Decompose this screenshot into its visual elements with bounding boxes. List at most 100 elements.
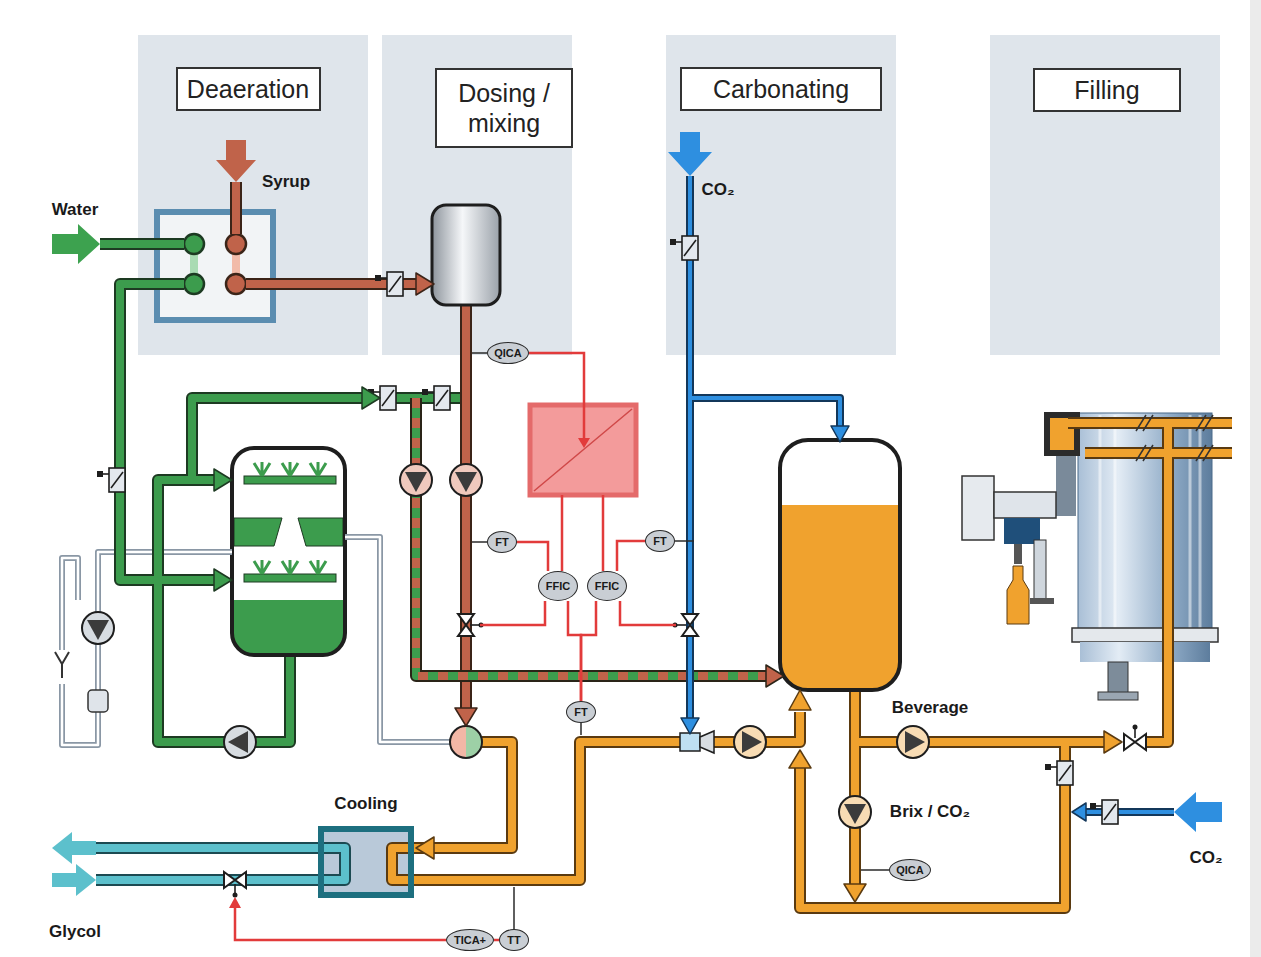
filler-machine-part	[1034, 540, 1046, 600]
flow-arrowhead-part	[789, 750, 811, 768]
deaeration-column-part	[234, 518, 282, 546]
valve-symbol-part	[1090, 800, 1118, 824]
pump-symbol-part	[450, 464, 482, 496]
instrument-bubble: TT	[499, 929, 529, 951]
pump-symbol-part	[82, 612, 114, 644]
instrument-bubble: QICA	[487, 342, 529, 364]
section-band-part	[382, 35, 572, 355]
section-band-part	[666, 35, 896, 355]
flow-arrowhead-part	[455, 708, 477, 726]
deaerator-part	[226, 234, 246, 254]
flow-arrowhead-part	[362, 387, 380, 409]
stream-label: Beverage	[892, 698, 969, 718]
block-arrow-part	[52, 864, 96, 896]
filler-machine-part	[1098, 692, 1138, 700]
flow-arrowhead-part	[214, 469, 232, 491]
valve-symbol-part	[458, 614, 484, 636]
vacuum-line-part	[88, 690, 108, 712]
pump-symbol-part	[897, 726, 929, 758]
instrument-bubble: FT	[566, 701, 596, 723]
flow-arrowhead-part	[831, 426, 849, 442]
valve-symbol-part	[375, 272, 403, 296]
deaeration-column-part	[244, 574, 336, 582]
filler-machine-part	[962, 476, 994, 540]
valve-symbol-part	[224, 872, 246, 898]
instrument-tag: FT	[495, 536, 508, 549]
section-band-part	[990, 35, 1220, 355]
block-arrow-part	[52, 832, 96, 864]
pump-symbol-part	[224, 726, 256, 758]
cooler-core	[318, 826, 414, 898]
vacuum-line-part	[55, 652, 69, 678]
dosing-tank	[432, 205, 500, 305]
flow-arrowhead-part	[1072, 803, 1086, 821]
co2-injector	[680, 731, 714, 753]
header-text: Filling	[1074, 75, 1139, 105]
instrument-leader-part	[675, 540, 694, 542]
deaerator-part	[226, 274, 246, 294]
signal-wire	[229, 353, 676, 940]
deaerator-part	[157, 212, 273, 320]
instrument-bubble: FFIC	[538, 571, 578, 601]
mixer-valve	[450, 726, 482, 758]
co2-injector-part	[680, 733, 700, 751]
section-band	[138, 35, 1220, 355]
flow-arrowhead-part	[844, 884, 866, 902]
deaerator-part	[184, 234, 204, 254]
carbonating-tank	[780, 440, 900, 695]
signal-connector	[581, 601, 596, 701]
glycol-pipe-part	[96, 848, 345, 880]
mixer-valve-part	[450, 726, 482, 758]
instrument-leader-part	[580, 723, 582, 735]
instrument-bubble: TICA+	[446, 929, 494, 951]
deaeration-column-part	[298, 518, 343, 546]
frame-strip	[1250, 0, 1261, 957]
flow-arrowhead-part	[214, 569, 232, 591]
valve-symbol-part	[1045, 761, 1073, 785]
water-pipe-part	[100, 244, 460, 742]
pump-symbol-part	[734, 726, 766, 758]
signal-wire-part	[480, 601, 545, 625]
stream-label: CO₂	[701, 180, 734, 200]
stream-label: CO₂	[1189, 848, 1222, 868]
instrument-tag: FT	[653, 535, 666, 548]
water-pipe-part	[100, 244, 460, 742]
mixer-valve-part	[450, 726, 482, 758]
signal-wire-part	[561, 495, 564, 571]
water-pipe	[100, 244, 460, 742]
stream-label: Syrup	[262, 172, 310, 192]
mixer-valve-part	[450, 726, 466, 758]
stream-label: Glycol	[49, 922, 101, 942]
signal-connector	[617, 541, 645, 571]
flow-arrowhead-part	[416, 273, 434, 295]
signal-wire-part	[529, 353, 584, 440]
signal-wire-part	[229, 897, 241, 908]
deaeration-column	[232, 448, 345, 660]
valve-symbol-part	[1124, 725, 1146, 751]
valve-symbol-part	[670, 236, 698, 260]
instrument-bubble: FT	[487, 531, 517, 553]
signal-wire-part	[235, 906, 446, 940]
pump-symbol-part	[839, 796, 871, 828]
stage-header: Filling	[1033, 68, 1181, 112]
co2-pipe	[690, 176, 1174, 812]
frame-strip-part	[1250, 0, 1261, 957]
instrument-leader-part	[861, 869, 889, 871]
filler-machine-part	[1014, 544, 1022, 564]
pump-symbol	[82, 464, 929, 828]
co2-pipe-part	[690, 176, 1174, 812]
instrument-tag: FFIC	[546, 580, 570, 593]
instrument-tag: QICA	[896, 864, 924, 877]
flow-arrowhead-part	[1104, 731, 1122, 753]
signal-connectors	[494, 541, 645, 940]
valve-symbol-part	[673, 614, 699, 636]
valve-symbol-part	[422, 386, 450, 410]
filler-machine-part	[1007, 566, 1029, 624]
instrument-tag: FT	[574, 706, 587, 719]
signal-connector	[517, 542, 548, 571]
instrument-bubble: FT	[645, 530, 675, 552]
instrument-leader-part	[472, 541, 487, 543]
